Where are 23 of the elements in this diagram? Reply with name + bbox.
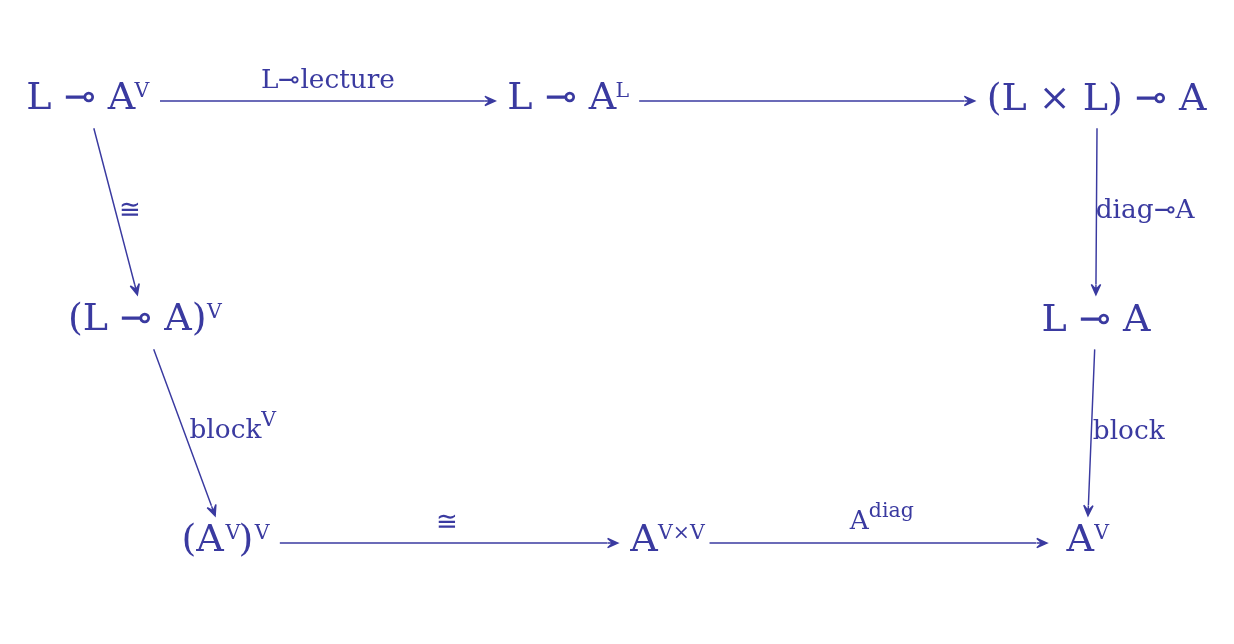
arrow (159, 95, 496, 107)
arrow (1090, 127, 1102, 296)
arrow (638, 95, 976, 107)
arrow (708, 537, 1048, 549)
node-text: L ⊸ A$^{V}$ (26, 73, 150, 118)
node-text: L ⊸ A$^{L}$ (507, 73, 630, 118)
node-text: (L × L) ⊸ A (986, 75, 1207, 120)
edge-label: block (1092, 414, 1165, 445)
node-text: (A$^{V}$)$^{V}$ (181, 515, 270, 560)
edge-label: ≅ (119, 193, 142, 224)
node-text: A$^{V}$ (1066, 515, 1110, 560)
node-text: A$^{V×V}$ (630, 515, 705, 560)
edge-label: ≅ (435, 506, 458, 537)
edge-label: A$^{diag}$ (849, 498, 914, 536)
node-text: (L ⊸ A)$^{V}$ (68, 294, 222, 339)
arrow (93, 127, 140, 296)
arrow (152, 348, 217, 517)
node-text: L ⊸ A (1041, 296, 1151, 341)
arrow (279, 537, 619, 549)
edge-label: block$^{V}$ (189, 406, 277, 444)
edge-label: L⊸lecture (260, 64, 395, 95)
edge-label: diag⊸A (1095, 193, 1195, 224)
arrow (1083, 348, 1096, 517)
